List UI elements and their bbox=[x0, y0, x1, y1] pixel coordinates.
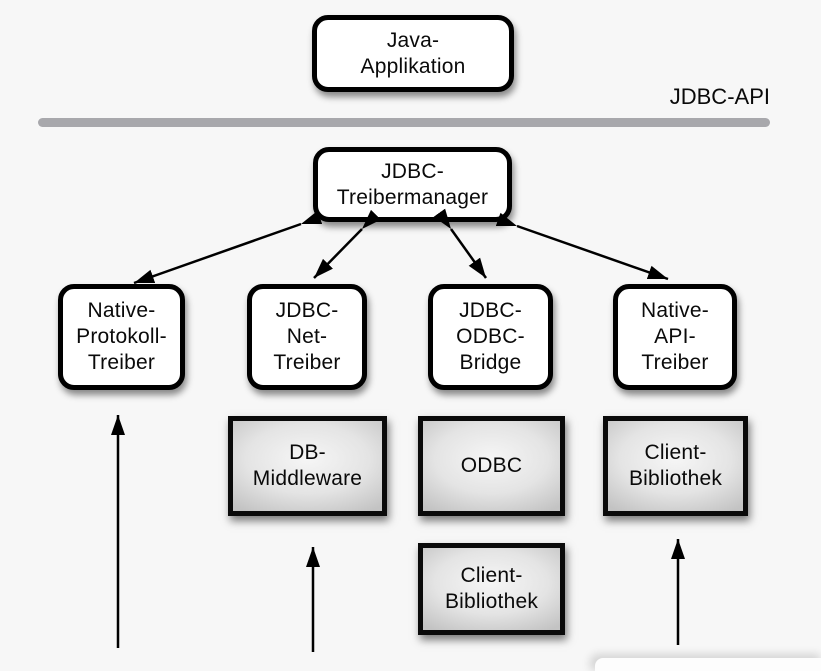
arrow-manager-jdbc-net bbox=[313, 209, 381, 279]
box-client-bibliothek-right-label: Client- Bibliothek bbox=[628, 441, 723, 490]
box-client-bibliothek-center-label: Client- Bibliothek bbox=[444, 564, 539, 613]
box-jdbc-net-treiber-label: JDBC- Net- Treiber bbox=[273, 299, 341, 374]
box-db-middleware: DB- Middleware bbox=[228, 416, 387, 516]
cutoff-box-bottom-right bbox=[595, 658, 821, 671]
box-jdbc-odbc-bridge: JDBC- ODBC- Bridge bbox=[428, 284, 553, 390]
box-native-api-treiber: Native- API- Treiber bbox=[613, 284, 737, 390]
box-jdbc-treibermanager-label: JDBC- Treibermanager bbox=[336, 159, 489, 209]
box-java-application: Java- Applikation bbox=[312, 15, 514, 92]
arrow-manager-jdbc-odbc bbox=[433, 208, 488, 279]
box-client-bibliothek-right: Client- Bibliothek bbox=[603, 416, 748, 516]
box-odbc-label: ODBC bbox=[460, 454, 523, 477]
box-native-api-treiber-label: Native- API- Treiber bbox=[641, 299, 709, 374]
box-java-application-label: Java- Applikation bbox=[360, 28, 466, 78]
arrow-manager-native-api bbox=[495, 212, 669, 281]
box-db-middleware-label: DB- Middleware bbox=[252, 441, 363, 490]
box-odbc: ODBC bbox=[418, 416, 565, 516]
box-native-protokoll-treiber-label: Native- Protokoll- Treiber bbox=[76, 299, 167, 374]
jdbc-api-label: JDBC-API bbox=[669, 84, 770, 109]
jdbc-api-divider-line bbox=[38, 118, 770, 127]
box-jdbc-net-treiber: JDBC- Net- Treiber bbox=[247, 284, 367, 390]
box-jdbc-treibermanager: JDBC- Treibermanager bbox=[313, 147, 512, 222]
box-native-protokoll-treiber: Native- Protokoll- Treiber bbox=[58, 284, 185, 390]
box-jdbc-odbc-bridge-label: JDBC- ODBC- Bridge bbox=[456, 299, 525, 374]
box-client-bibliothek-center: Client- Bibliothek bbox=[418, 543, 565, 635]
arrow-manager-native-protokoll bbox=[133, 210, 323, 285]
